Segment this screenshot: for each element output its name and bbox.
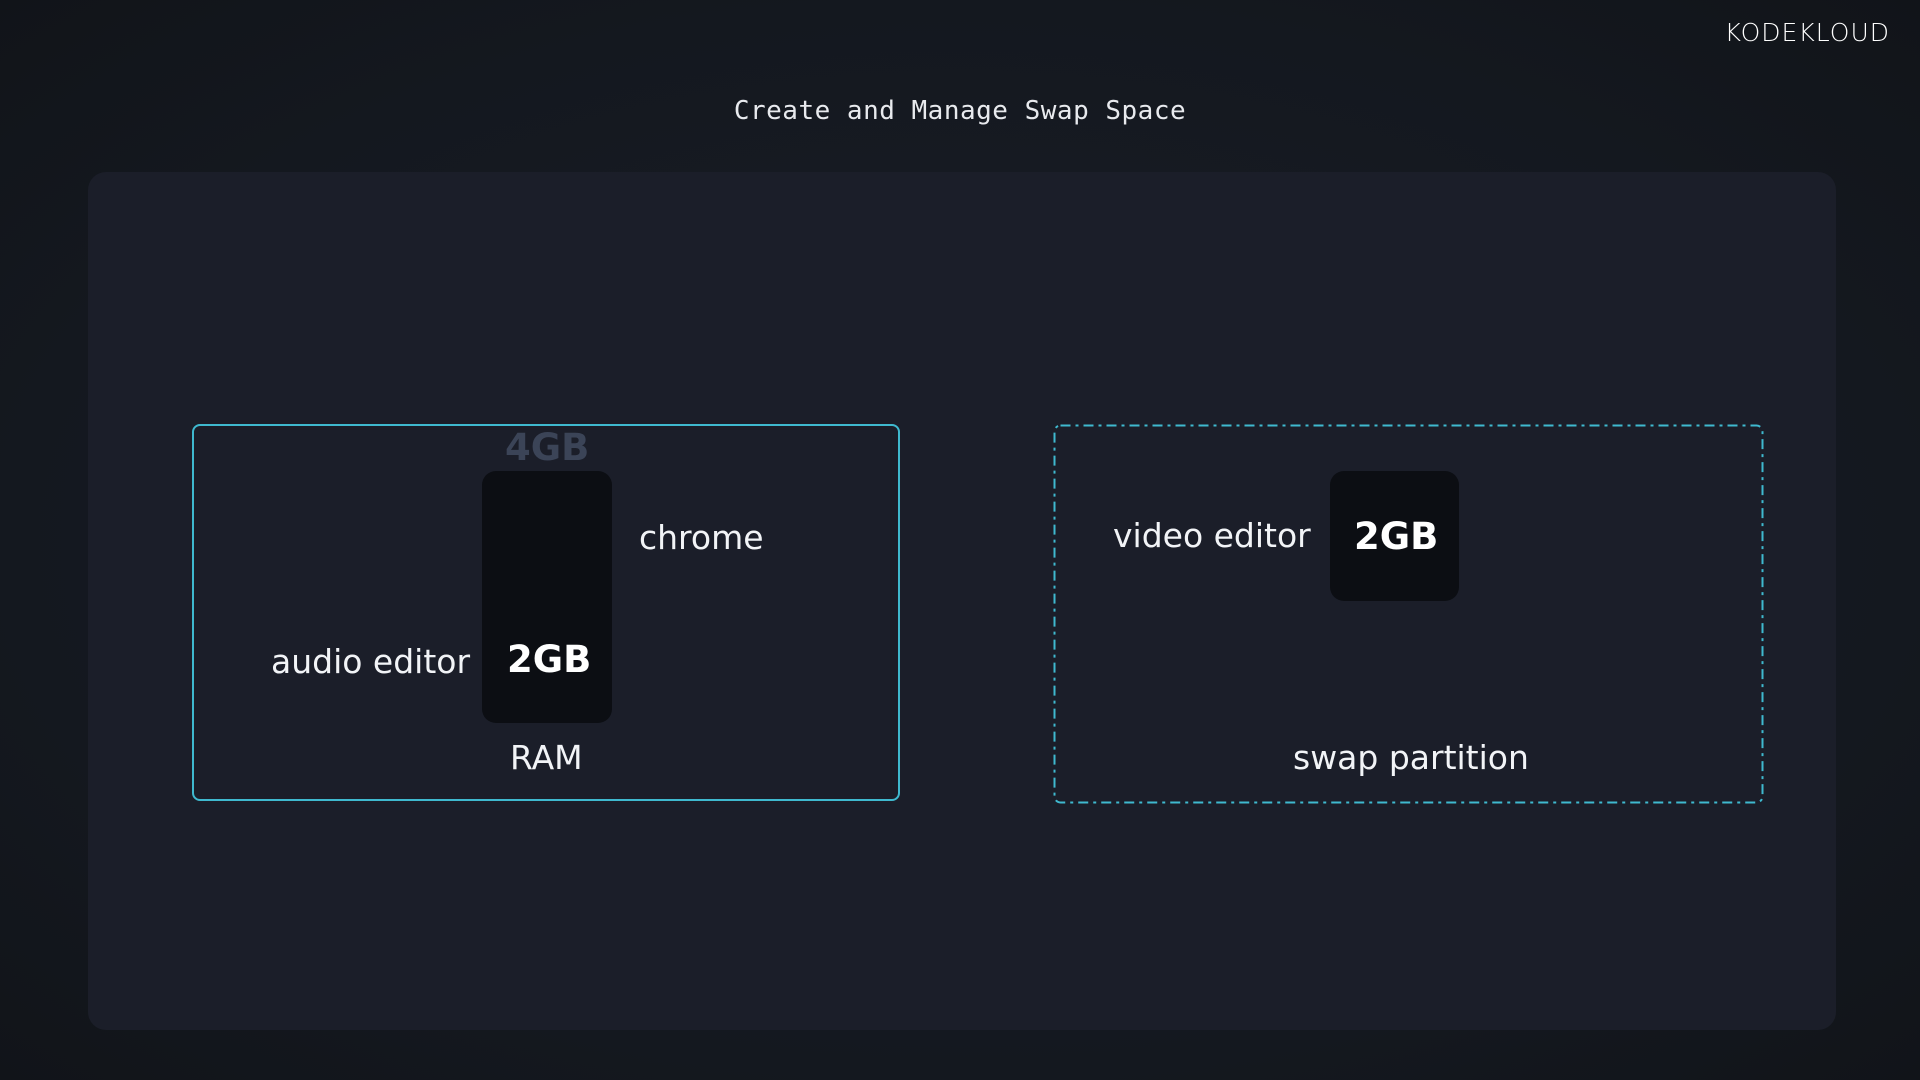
ram-used-block xyxy=(482,471,612,723)
swap-block-label: 2GB xyxy=(1354,515,1439,558)
swap-block xyxy=(1330,471,1459,601)
chrome-process-label: chrome xyxy=(639,518,764,557)
ram-capacity-label: 4GB xyxy=(505,426,590,469)
slide-title: Create and Manage Swap Space xyxy=(733,96,1187,126)
content-panel xyxy=(88,172,1836,1030)
swap-partition-label: swap partition xyxy=(1293,738,1529,777)
kodekloud-logo: KODEKLOUD xyxy=(1725,18,1890,47)
ram-label: RAM xyxy=(510,738,583,777)
ram-used-block-label: 2GB xyxy=(507,638,592,681)
video-editor-process-label: video editor xyxy=(1113,516,1311,555)
swap-partition-dashed-border xyxy=(1053,424,1764,804)
swap-partition-container xyxy=(1053,424,1764,804)
ram-container xyxy=(192,424,900,801)
logo-text: KODEKLOUD xyxy=(1724,18,1890,47)
audio-editor-process-label: audio editor xyxy=(271,642,471,681)
